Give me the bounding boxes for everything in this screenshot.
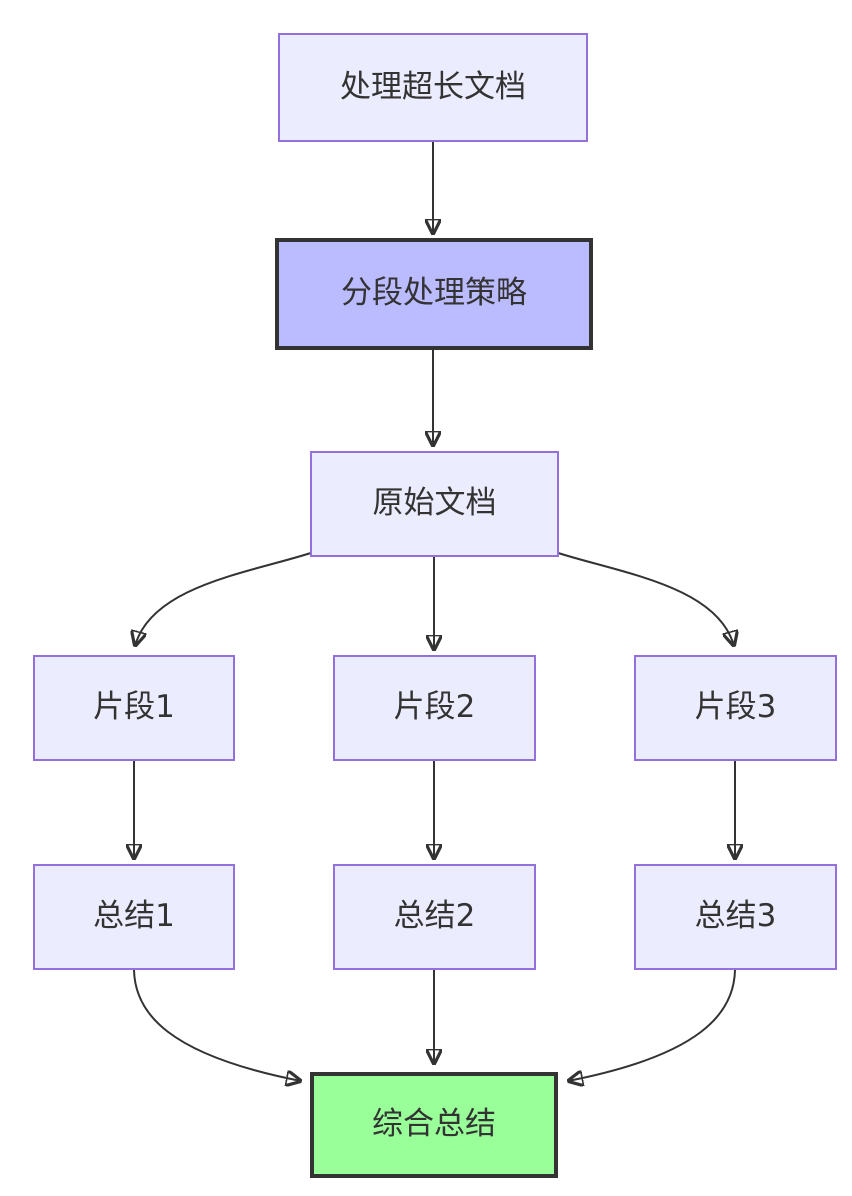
node-sum3: 总结3 (634, 864, 837, 970)
node-strategy: 分段处理策略 (275, 238, 593, 350)
node-final-label: 综合总结 (372, 1106, 496, 1143)
node-doc: 原始文档 (310, 451, 559, 557)
node-seg1: 片段1 (33, 655, 235, 761)
node-seg2: 片段2 (333, 655, 536, 761)
node-task: 处理超长文档 (278, 33, 588, 142)
node-sum1-label: 总结1 (93, 898, 175, 935)
node-sum2-label: 总结2 (393, 898, 476, 935)
node-strategy-label: 分段处理策略 (341, 275, 527, 312)
node-seg1-label: 片段1 (93, 689, 175, 726)
edge-doc-seg1 (135, 550, 318, 646)
node-sum2: 总结2 (333, 864, 536, 970)
node-seg3-label: 片段3 (694, 689, 777, 726)
node-seg3: 片段3 (634, 655, 837, 761)
node-doc-label: 原始文档 (372, 485, 497, 522)
edge-sum3-final (568, 969, 736, 1081)
node-sum3-label: 总结3 (694, 898, 777, 935)
edge-sum1-final (133, 969, 301, 1081)
node-task-label: 处理超长文档 (340, 68, 526, 105)
node-sum1: 总结1 (33, 864, 235, 970)
node-final: 综合总结 (310, 1072, 558, 1178)
edge-doc-seg3 (551, 550, 734, 646)
node-seg2-label: 片段2 (393, 689, 476, 726)
